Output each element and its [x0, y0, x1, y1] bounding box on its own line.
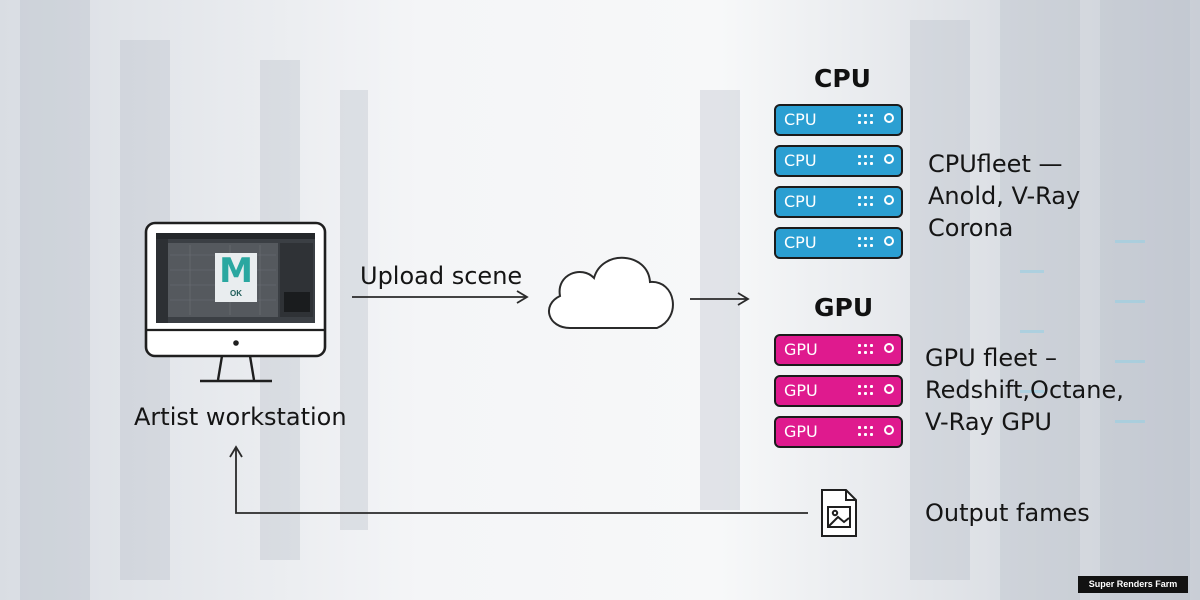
vent-dots-icon	[858, 114, 880, 126]
cpu-fleet-description: CPUfleet — Anold, V-Ray Corona	[928, 148, 1080, 244]
monitor-icon	[144, 221, 327, 383]
workstation-label: Artist workstation	[134, 403, 347, 431]
cpu-unit-label: CPU	[784, 151, 817, 170]
cpu-server-unit: CPU	[774, 186, 903, 218]
power-led-icon	[884, 384, 894, 394]
power-led-icon	[884, 425, 894, 435]
power-led-icon	[884, 195, 894, 205]
cloud-icon	[548, 256, 674, 329]
gpu-unit-label: GPU	[784, 381, 818, 400]
cpu-fleet-line: CPUfleet —	[928, 150, 1063, 178]
cpu-unit-label: CPU	[784, 110, 817, 129]
cpu-server-unit: CPU	[774, 104, 903, 136]
cpu-server-unit: CPU	[774, 227, 903, 259]
vent-dots-icon	[858, 237, 880, 249]
gpu-unit-label: GPU	[784, 422, 818, 441]
vent-dots-icon	[858, 385, 880, 397]
vent-dots-icon	[858, 196, 880, 208]
return-arrow	[229, 445, 808, 514]
output-frames-label: Output fames	[925, 499, 1090, 527]
cpu-server-unit: CPU	[774, 145, 903, 177]
power-led-icon	[884, 343, 894, 353]
gpu-fleet-description: GPU fleet – Redshift,Octane, V-Ray GPU	[925, 342, 1124, 438]
upload-arrow	[352, 290, 529, 304]
cpu-fleet-line: Anold, V-Ray	[928, 182, 1081, 210]
gpu-fleet-line: V-Ray GPU	[925, 408, 1052, 436]
cpu-unit-label: CPU	[784, 192, 817, 211]
power-led-icon	[884, 113, 894, 123]
gpu-server-unit: GPU	[774, 375, 903, 407]
gpu-unit-label: GPU	[784, 340, 818, 359]
gpu-server-unit: GPU	[774, 334, 903, 366]
dispatch-arrow	[690, 292, 750, 306]
app-logo-letter: M	[219, 251, 253, 291]
gpu-fleet-line: GPU fleet –	[925, 344, 1057, 372]
cpu-heading: CPU	[814, 64, 871, 93]
power-led-icon	[884, 236, 894, 246]
app-logo: M OK	[215, 253, 257, 302]
vent-dots-icon	[858, 155, 880, 167]
cpu-fleet-line: Corona	[928, 214, 1014, 242]
cpu-unit-label: CPU	[784, 233, 817, 252]
gpu-fleet-line: Redshift,Octane,	[925, 376, 1124, 404]
brand-watermark: Super Renders Farm	[1078, 576, 1188, 593]
vent-dots-icon	[858, 344, 880, 356]
upload-scene-label: Upload scene	[360, 262, 523, 290]
gpu-heading: GPU	[814, 293, 874, 322]
gpu-server-unit: GPU	[774, 416, 903, 448]
power-led-icon	[884, 154, 894, 164]
vent-dots-icon	[858, 426, 880, 438]
image-file-icon	[821, 489, 857, 537]
app-logo-caption: OK	[230, 289, 242, 298]
